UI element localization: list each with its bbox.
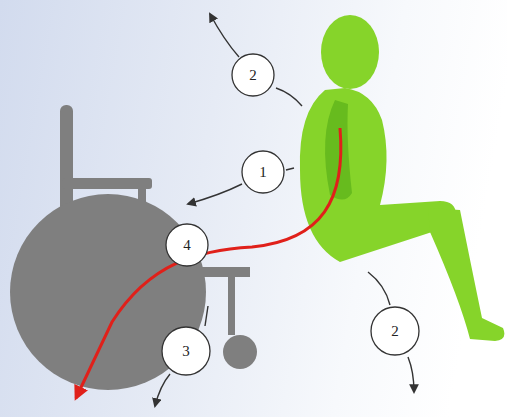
- callout-circle-shape: [162, 327, 210, 375]
- person-figure: [300, 15, 505, 341]
- callout-number: 2: [249, 68, 257, 83]
- callout-circle-shape: [242, 151, 284, 193]
- movement-arrows: [155, 14, 414, 406]
- callout-circle: 1: [241, 150, 285, 194]
- callout-number: 2: [391, 324, 399, 339]
- callout-circle-shape: [166, 224, 208, 266]
- callout-number: 4: [183, 238, 191, 253]
- callout-circle-shape: [371, 307, 419, 355]
- callout-circle: 2: [231, 53, 275, 97]
- callout-circle: 4: [165, 223, 209, 267]
- transfer-path-arrow: [76, 128, 341, 398]
- callout-circle: 3: [161, 326, 211, 376]
- wheelchair: [10, 105, 257, 390]
- callout-number: 3: [182, 344, 190, 359]
- callout-number: 1: [259, 165, 267, 180]
- callout-circle: 2: [370, 306, 420, 356]
- callout-circle-shape: [232, 54, 274, 96]
